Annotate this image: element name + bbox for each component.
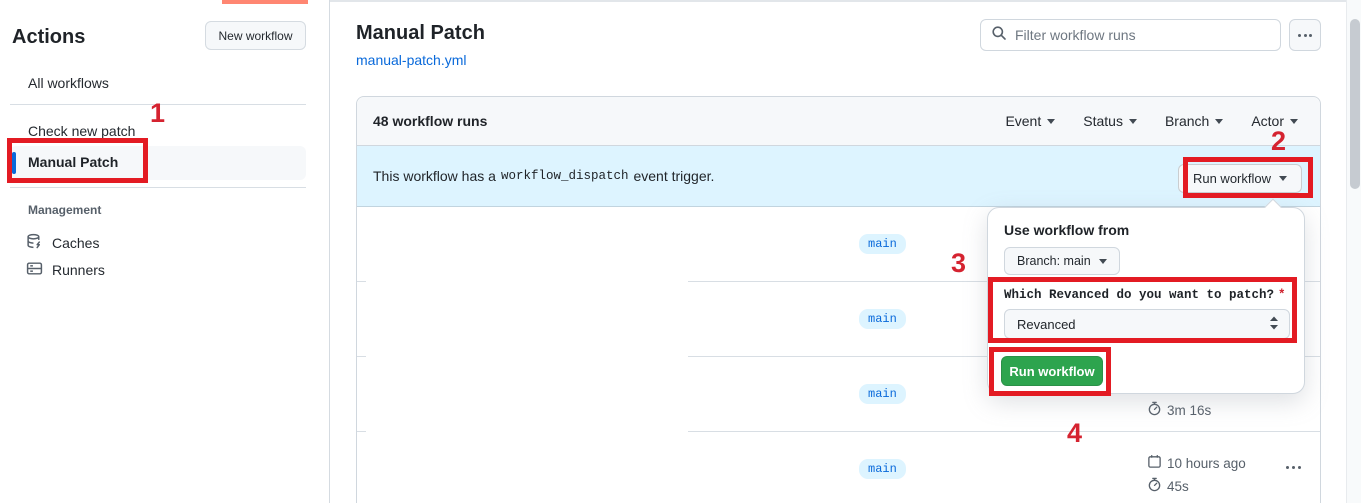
workflow-run-row[interactable]: main xyxy=(357,207,1320,282)
status-filter[interactable]: Status xyxy=(1083,113,1137,129)
branch-badge[interactable]: main xyxy=(859,459,906,479)
branch-selector-button[interactable]: Branch: main xyxy=(1004,247,1120,275)
run-duration: 45s xyxy=(1147,477,1189,495)
event-filter[interactable]: Event xyxy=(1005,113,1056,129)
redacted-run-titles-area xyxy=(366,207,688,503)
sidebar-item-manual-patch[interactable]: Manual Patch xyxy=(10,146,306,180)
workflow-overflow-button[interactable] xyxy=(1289,19,1321,51)
workflow-runs-count: 48 workflow runs xyxy=(373,113,488,129)
sidebar-title: Actions xyxy=(12,26,86,48)
run-workflow-submit-button[interactable]: Run workflow xyxy=(1001,356,1103,386)
workflow-file-link[interactable]: manual-patch.yml xyxy=(356,52,467,68)
workflow-dispatch-banner: This workflow has a workflow_dispatch ev… xyxy=(357,146,1320,207)
search-icon xyxy=(991,25,1007,46)
chevron-down-icon xyxy=(1279,176,1287,181)
new-workflow-button[interactable]: New workflow xyxy=(205,21,306,50)
sidebar-item-runners[interactable]: Runners xyxy=(26,260,105,280)
run-workflow-dropdown-button[interactable]: Run workflow xyxy=(1177,164,1302,193)
sidebar-divider xyxy=(10,104,306,105)
revanced-select[interactable]: Revanced xyxy=(1004,309,1290,339)
chevron-down-icon xyxy=(1215,118,1224,124)
branch-badge[interactable]: main xyxy=(859,234,906,254)
actor-filter[interactable]: Actor xyxy=(1251,113,1298,129)
scrollbar-thumb[interactable] xyxy=(1350,19,1360,189)
banner-text: event trigger. xyxy=(633,168,715,184)
kebab-icon xyxy=(1286,466,1289,469)
banner-code: workflow_dispatch xyxy=(500,169,629,183)
run-options-button[interactable] xyxy=(1282,462,1305,473)
workflow-run-row[interactable]: main 10 hours ago xyxy=(357,432,1320,503)
stopwatch-icon xyxy=(1147,477,1162,495)
scrollbar-track[interactable] xyxy=(1346,0,1361,503)
branch-filter[interactable]: Branch xyxy=(1165,113,1224,129)
filter-workflow-runs-field[interactable] xyxy=(980,19,1281,51)
branch-badge[interactable]: main xyxy=(859,309,906,329)
run-duration: 3m 16s xyxy=(1147,401,1211,419)
chevron-down-icon xyxy=(1098,258,1107,264)
sidebar-divider xyxy=(10,187,306,188)
runners-icon xyxy=(26,260,43,280)
banner-text: This workflow has a xyxy=(373,168,496,184)
select-updown-icon xyxy=(1269,316,1279,333)
run-workflow-panel: Use workflow from Branch: main Which Rev… xyxy=(987,207,1305,394)
chevron-down-icon xyxy=(1290,118,1298,124)
workflow-runs-list: main main main 3m 16s xyxy=(357,207,1320,503)
sidebar-item-label: Caches xyxy=(52,235,100,251)
sidebar-item-label: Manual Patch xyxy=(28,154,119,170)
selected-accent-bar xyxy=(12,152,16,174)
chevron-down-icon xyxy=(1047,118,1056,124)
search-input[interactable] xyxy=(1015,27,1270,43)
stopwatch-icon xyxy=(1147,401,1162,419)
kebab-icon xyxy=(1298,33,1301,37)
calendar-icon xyxy=(1147,454,1162,472)
use-workflow-from-label: Use workflow from xyxy=(1004,222,1130,238)
branch-badge[interactable]: main xyxy=(859,384,906,404)
top-border xyxy=(0,0,1346,2)
chevron-down-icon xyxy=(1128,118,1137,124)
page-title: Manual Patch xyxy=(356,22,485,44)
management-heading: Management xyxy=(28,203,102,217)
sidebar-item-caches[interactable]: Caches xyxy=(26,233,99,253)
actions-sidebar: Actions New workflow All workflows Check… xyxy=(0,0,330,503)
input-label: Which Revanced do you want to patch?* xyxy=(1004,288,1286,302)
runs-card-header: 48 workflow runs Event Status Branch Act… xyxy=(357,97,1320,146)
cache-icon xyxy=(26,233,43,253)
runs-filters: Event Status Branch Actor xyxy=(1005,113,1298,129)
sidebar-item-label: Runners xyxy=(52,262,105,278)
required-marker: * xyxy=(1278,288,1286,302)
run-time: 10 hours ago xyxy=(1147,454,1246,472)
orange-highlight-strip xyxy=(222,0,308,4)
workflow-run-row[interactable]: main xyxy=(357,282,1320,357)
sidebar-item-check-new-patch[interactable]: Check new patch xyxy=(28,123,136,139)
workflow-run-row[interactable]: main 3m 16s xyxy=(357,357,1320,432)
sidebar-item-all-workflows[interactable]: All workflows xyxy=(28,75,109,91)
